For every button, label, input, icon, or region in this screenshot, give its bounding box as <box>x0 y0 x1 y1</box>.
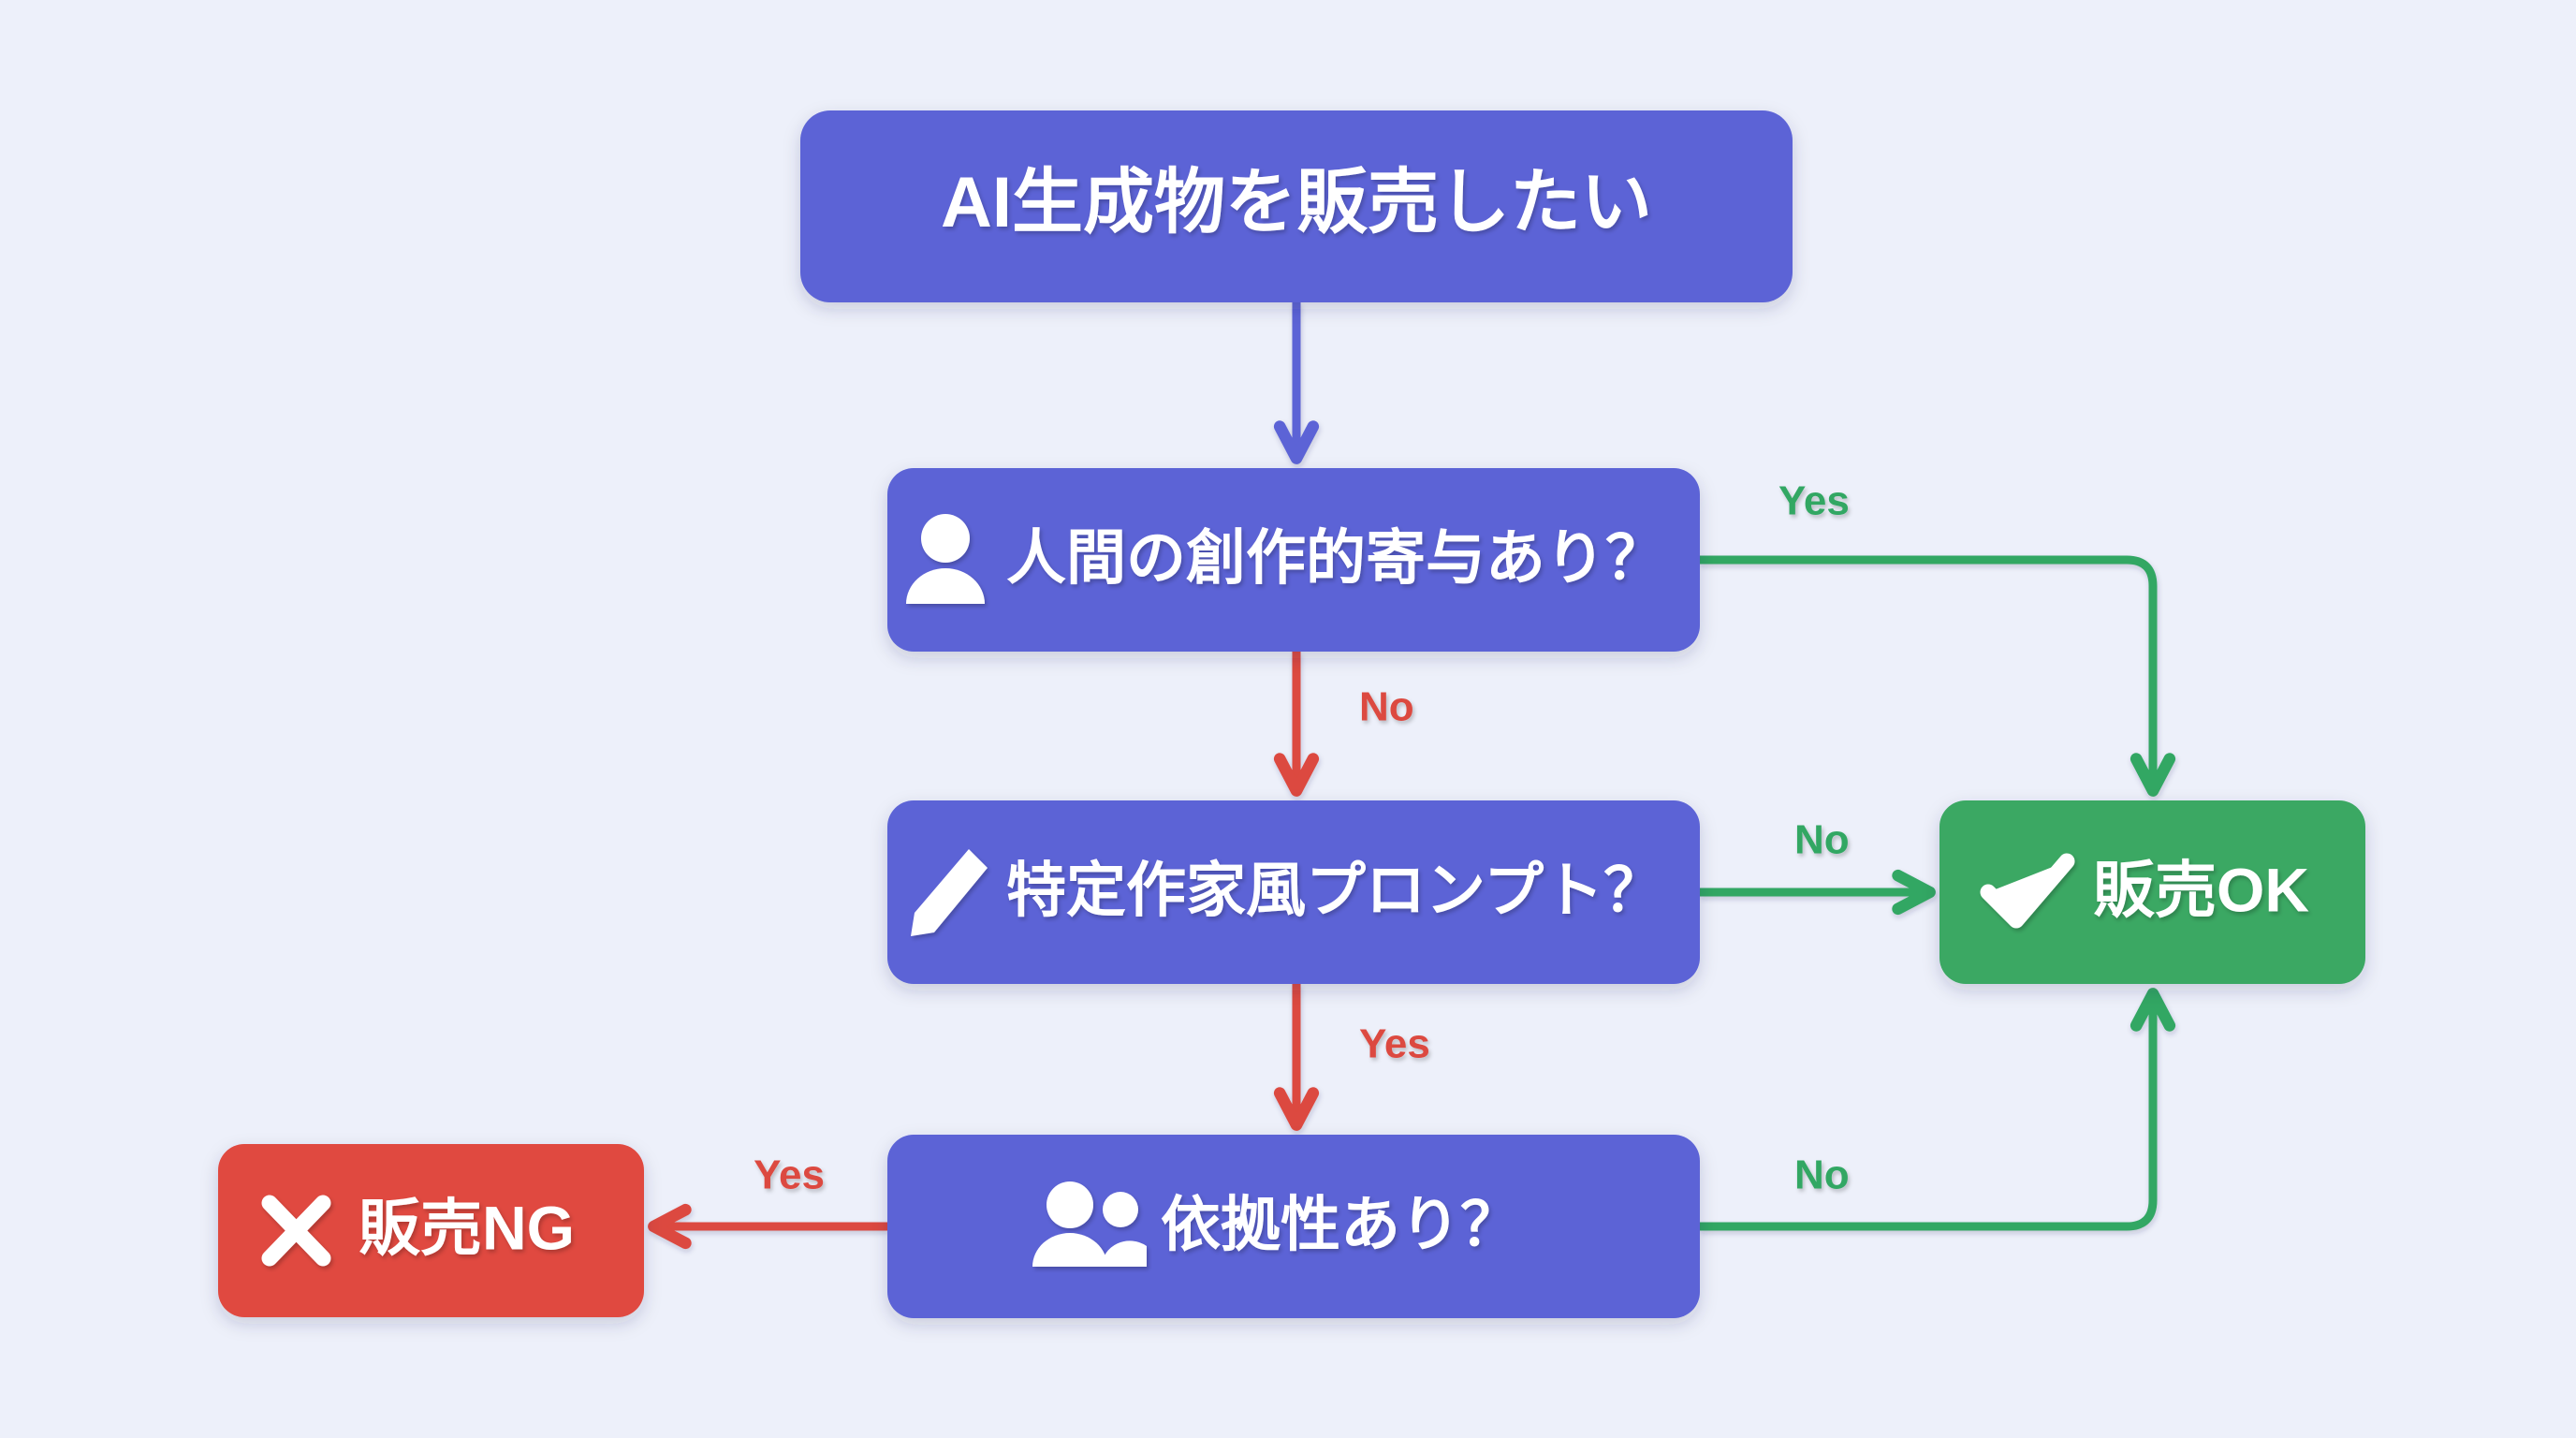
edge-label-layer: Yes No No Yes Yes No <box>754 478 1850 1198</box>
node-dependency[interactable]: 依拠性あり？ <box>887 1135 1700 1318</box>
node-start-rect[interactable] <box>800 110 1793 302</box>
edge-label-artist-no: No <box>1794 817 1850 863</box>
person-icon <box>906 514 985 604</box>
check-icon <box>1980 853 2075 929</box>
edge-label-dependency-yes: Yes <box>754 1152 825 1198</box>
node-start-label: AI生成物を販売したい <box>941 163 1652 242</box>
edge-label-human-no: No <box>1359 684 1414 730</box>
edge-label-dependency-no: No <box>1794 1152 1850 1198</box>
pencil-icon <box>911 849 988 936</box>
people-icon <box>1032 1181 1147 1267</box>
node-artist-style-prompt-rect[interactable] <box>887 800 1700 984</box>
node-sell-ok-label: 販売OK <box>2093 855 2309 924</box>
edge-label-artist-yes: Yes <box>1359 1021 1430 1067</box>
edge-dependency-no-ok <box>1700 988 2176 1231</box>
node-human-contribution-label: 人間の創作的寄与あり？ <box>1006 524 1665 592</box>
node-sell-ng-label: 販売NG <box>359 1193 575 1262</box>
node-dependency-rect[interactable] <box>887 1135 1700 1318</box>
node-start[interactable]: AI生成物を販売したい <box>800 110 1793 302</box>
node-sell-ok-rect[interactable] <box>1939 800 2365 984</box>
node-artist-style-prompt-label: 特定作家風プロンプト？ <box>1006 857 1663 924</box>
node-dependency-label: 依拠性あり？ <box>1161 1191 1520 1258</box>
node-human-contribution-rect[interactable] <box>887 468 1700 652</box>
node-human-contribution[interactable]: 人間の創作的寄与あり？ <box>887 468 1700 652</box>
edge-label-human-yes: Yes <box>1778 478 1850 524</box>
edge-layer: sell OK (right, down, into top) --> arti… <box>648 302 2176 1250</box>
node-artist-style-prompt[interactable]: 特定作家風プロンプト？ <box>887 800 1700 984</box>
edge-human-yes-ok <box>1700 555 2176 797</box>
cross-icon <box>261 1195 331 1267</box>
node-sell-ok[interactable]: 販売OK <box>1939 800 2365 984</box>
node-sell-ng-rect[interactable] <box>218 1144 644 1317</box>
node-sell-ng[interactable]: 販売NG <box>218 1144 644 1317</box>
